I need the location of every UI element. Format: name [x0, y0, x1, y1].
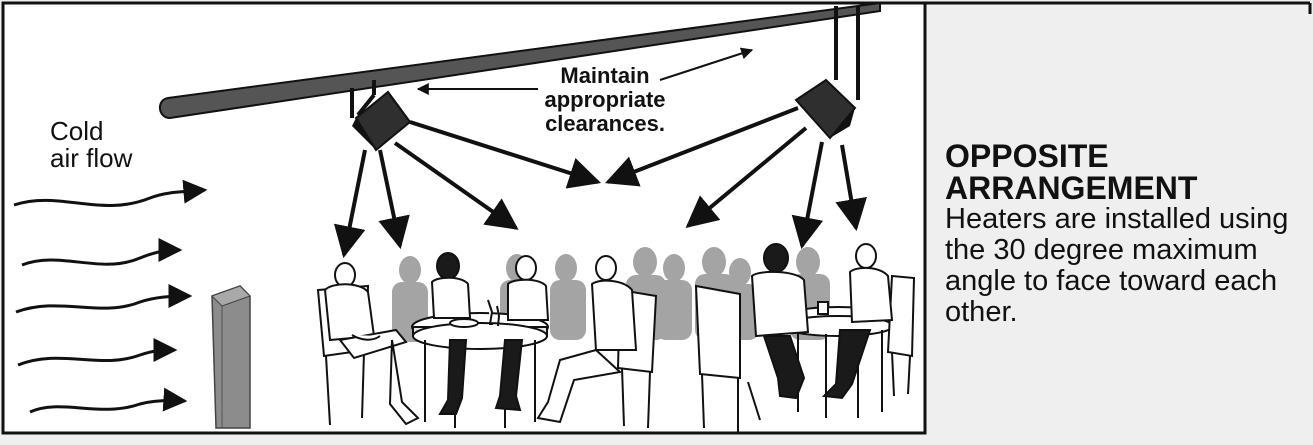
caption-body: Heaters are installed using the 30 degre…: [945, 204, 1305, 328]
clearance-label: Maintain appropriate clearances.: [510, 64, 700, 136]
cold-air-flow-line-2: air flow: [50, 145, 132, 172]
caption-title-line-2: ARRANGEMENT: [945, 172, 1305, 204]
clearance-label-line-3: clearances.: [510, 112, 700, 136]
caption-title-line-1: OPPOSITE: [945, 140, 1305, 172]
caption-title: OPPOSITE ARRANGEMENT: [945, 140, 1305, 204]
cold-air-flow-line-1: Cold: [50, 118, 132, 145]
wind-barrier: [212, 286, 250, 428]
caption: OPPOSITE ARRANGEMENT Heaters are install…: [945, 140, 1305, 328]
clearance-label-line-2: appropriate: [510, 88, 700, 112]
clearance-label-line-1: Maintain: [510, 64, 700, 88]
cold-air-flow-label: Cold air flow: [50, 118, 132, 172]
